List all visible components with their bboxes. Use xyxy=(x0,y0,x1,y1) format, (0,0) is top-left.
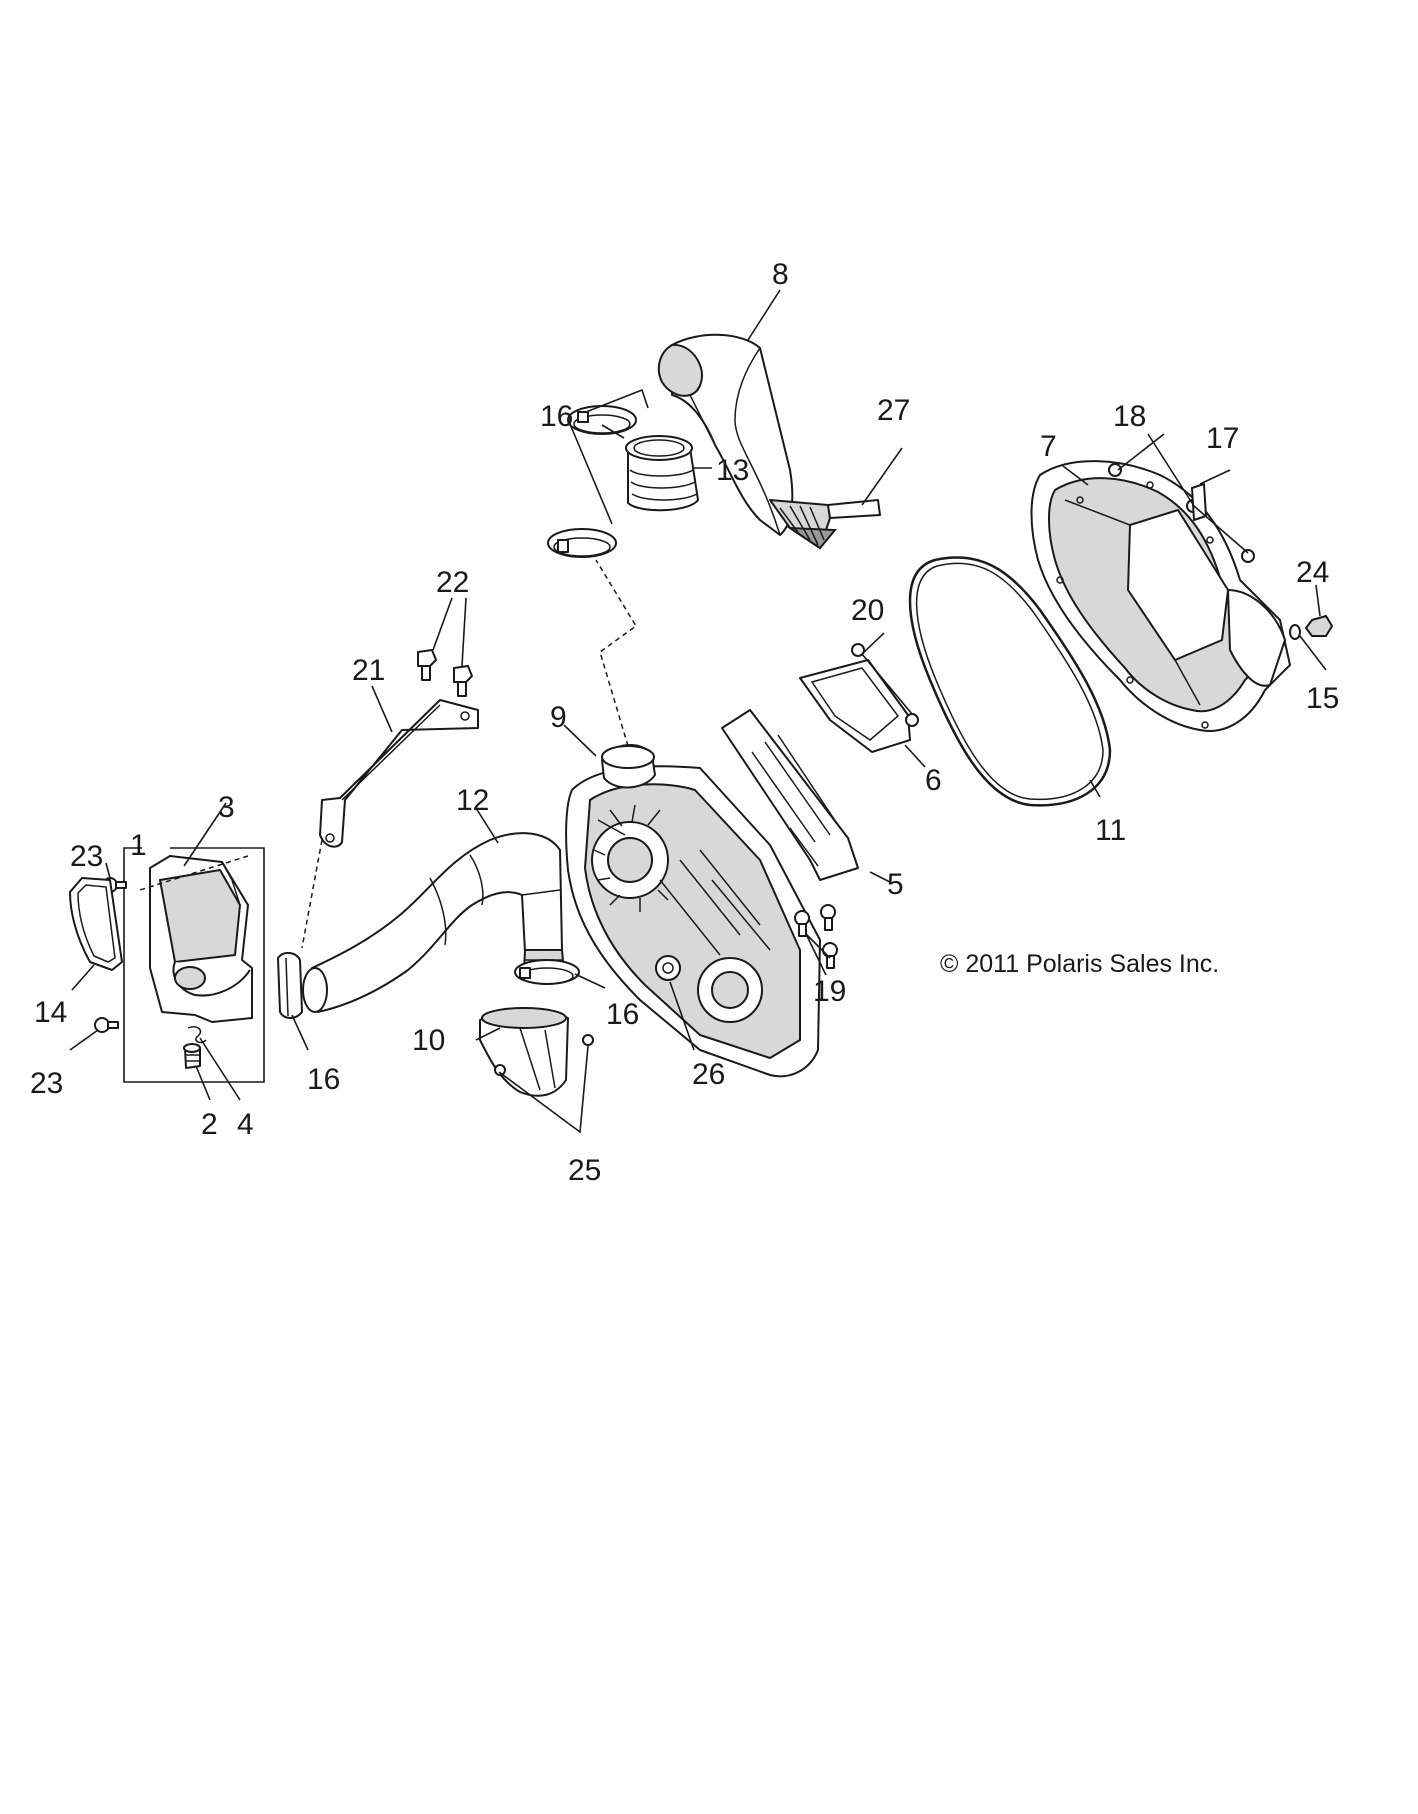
callout-16-top: 16 xyxy=(540,400,573,433)
callout-10: 10 xyxy=(412,1024,445,1057)
callout-16-left: 16 xyxy=(307,1063,340,1096)
part-12-inlet-hose xyxy=(302,832,565,1013)
callout-15: 15 xyxy=(1306,682,1339,715)
part-6-cover-plate xyxy=(799,659,911,753)
callout-11: 11 xyxy=(1095,814,1126,847)
callout-14: 14 xyxy=(34,996,67,1029)
callout-16-middle: 16 xyxy=(606,998,639,1031)
part-15-screw xyxy=(1289,624,1301,640)
part-27-vent-screen xyxy=(769,499,881,550)
callout-6: 6 xyxy=(925,764,942,797)
part-23-screw-bottom xyxy=(94,1017,119,1033)
part-19-bolt-a xyxy=(794,910,810,937)
callout-labels: 8 16 13 27 7 18 17 24 15 20 6 11 5 19 22… xyxy=(30,258,1339,1187)
part-3-airbox-housing xyxy=(149,855,253,1023)
copyright-notice: © 2011 Polaris Sales Inc. xyxy=(940,950,1219,978)
part-22-bolt-b xyxy=(453,665,473,697)
part-2-drain-plug xyxy=(183,1043,201,1069)
part-14-gasket xyxy=(69,877,123,971)
part-26-washer xyxy=(655,955,681,981)
callout-3: 3 xyxy=(218,791,235,824)
part-20-screw-b xyxy=(905,713,919,727)
part-22-bolt-a xyxy=(417,649,437,681)
callout-4: 4 xyxy=(237,1108,254,1141)
part-16-hose-clamp-lower xyxy=(547,528,617,558)
part-20-screw-a xyxy=(851,643,865,657)
callout-9: 9 xyxy=(550,701,567,734)
callout-26: 26 xyxy=(692,1058,725,1091)
part-16-hose-clamp-middle xyxy=(514,959,580,985)
callout-27: 27 xyxy=(877,394,910,427)
callout-2: 2 xyxy=(201,1108,218,1141)
part-1-kit-box xyxy=(123,847,265,1083)
callout-22: 22 xyxy=(436,566,469,599)
part-7-outer-clutch-cover xyxy=(1030,460,1291,732)
part-4-spring-clip xyxy=(187,1025,207,1044)
part-8-intake-duct xyxy=(657,333,794,536)
callout-13: 13 xyxy=(716,454,749,487)
callout-19: 19 xyxy=(813,975,846,1008)
part-18-screw-a xyxy=(1108,463,1122,477)
callout-1: 1 xyxy=(130,829,147,862)
part-10-outlet-duct xyxy=(479,1007,569,1097)
callout-20: 20 xyxy=(851,594,884,627)
part-16-hose-clamp-left xyxy=(277,952,303,1019)
callout-5: 5 xyxy=(887,868,904,901)
callout-17: 17 xyxy=(1206,422,1239,455)
callout-7: 7 xyxy=(1040,430,1057,463)
part-9-inner-clutch-cover xyxy=(565,743,821,1078)
callout-25: 25 xyxy=(568,1154,601,1187)
callout-12: 12 xyxy=(456,784,489,817)
part-24-nut xyxy=(1305,615,1333,637)
callout-8: 8 xyxy=(772,258,789,291)
part-21-mounting-bracket xyxy=(319,699,479,848)
callout-21: 21 xyxy=(352,654,385,687)
part-11-seal xyxy=(908,556,1112,807)
part-16-hose-clamp-upper xyxy=(567,405,637,435)
callout-18: 18 xyxy=(1113,400,1146,433)
callout-23-top: 23 xyxy=(70,840,103,873)
callout-24: 24 xyxy=(1296,556,1329,589)
assembly-guide-lines xyxy=(139,559,637,949)
part-25-screw-b xyxy=(582,1034,594,1046)
part-19-bolt-c xyxy=(822,942,838,969)
part-18-screw-c xyxy=(1241,549,1255,563)
part-13-coupler-boot xyxy=(625,435,699,512)
part-19-bolt-b xyxy=(820,904,836,931)
leader-lines xyxy=(69,289,1327,1134)
part-25-screw-a xyxy=(494,1064,506,1076)
callout-23-bottom: 23 xyxy=(30,1067,63,1100)
part-5-heat-shield xyxy=(721,709,859,881)
